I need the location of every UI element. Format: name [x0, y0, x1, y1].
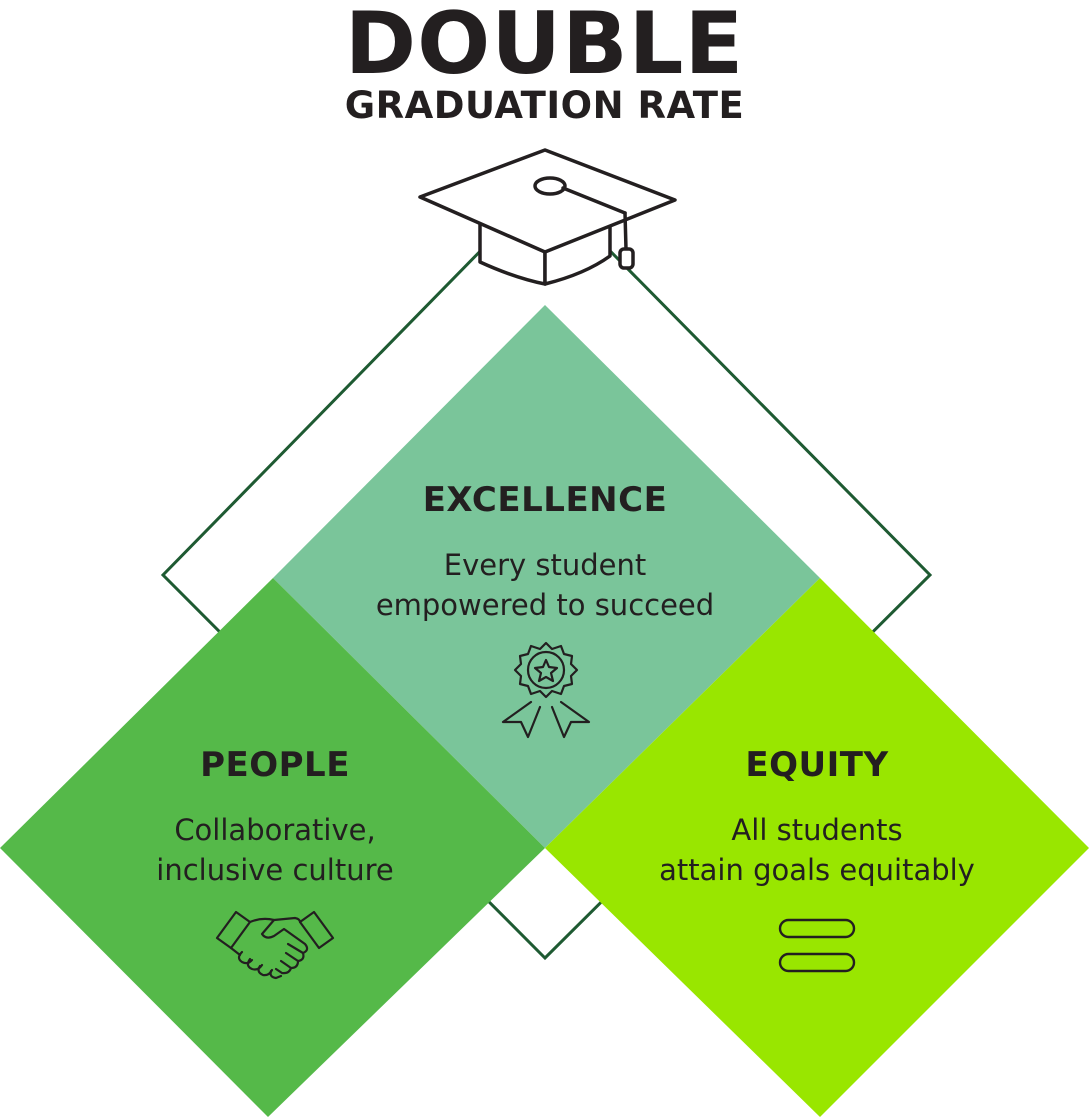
people-desc-line1: Collaborative,	[174, 813, 376, 847]
excellence-desc-line1: Every student	[443, 548, 647, 582]
equity-desc-line2: attain goals equitably	[659, 853, 975, 887]
award-ribbon-icon	[501, 641, 591, 739]
equity-desc-line1: All students	[731, 813, 903, 847]
excellence-title: EXCELLENCE	[422, 480, 668, 520]
people-title: PEOPLE	[200, 745, 350, 785]
page-subtitle: GRADUATION RATE	[344, 84, 745, 127]
people-desc-line2: inclusive culture	[156, 853, 394, 887]
equity-title: EQUITY	[745, 745, 889, 785]
equity-diamond	[545, 578, 1089, 1117]
page-title: DOUBLE	[344, 0, 745, 94]
excellence-desc-line2: empowered to succeed	[375, 588, 715, 622]
handshake-icon	[215, 910, 335, 980]
excellence-diamond	[273, 305, 820, 848]
people-diamond	[0, 578, 545, 1117]
graduation-cap-icon	[418, 148, 677, 286]
equals-icon	[778, 918, 856, 973]
outline-diamond	[160, 182, 933, 961]
